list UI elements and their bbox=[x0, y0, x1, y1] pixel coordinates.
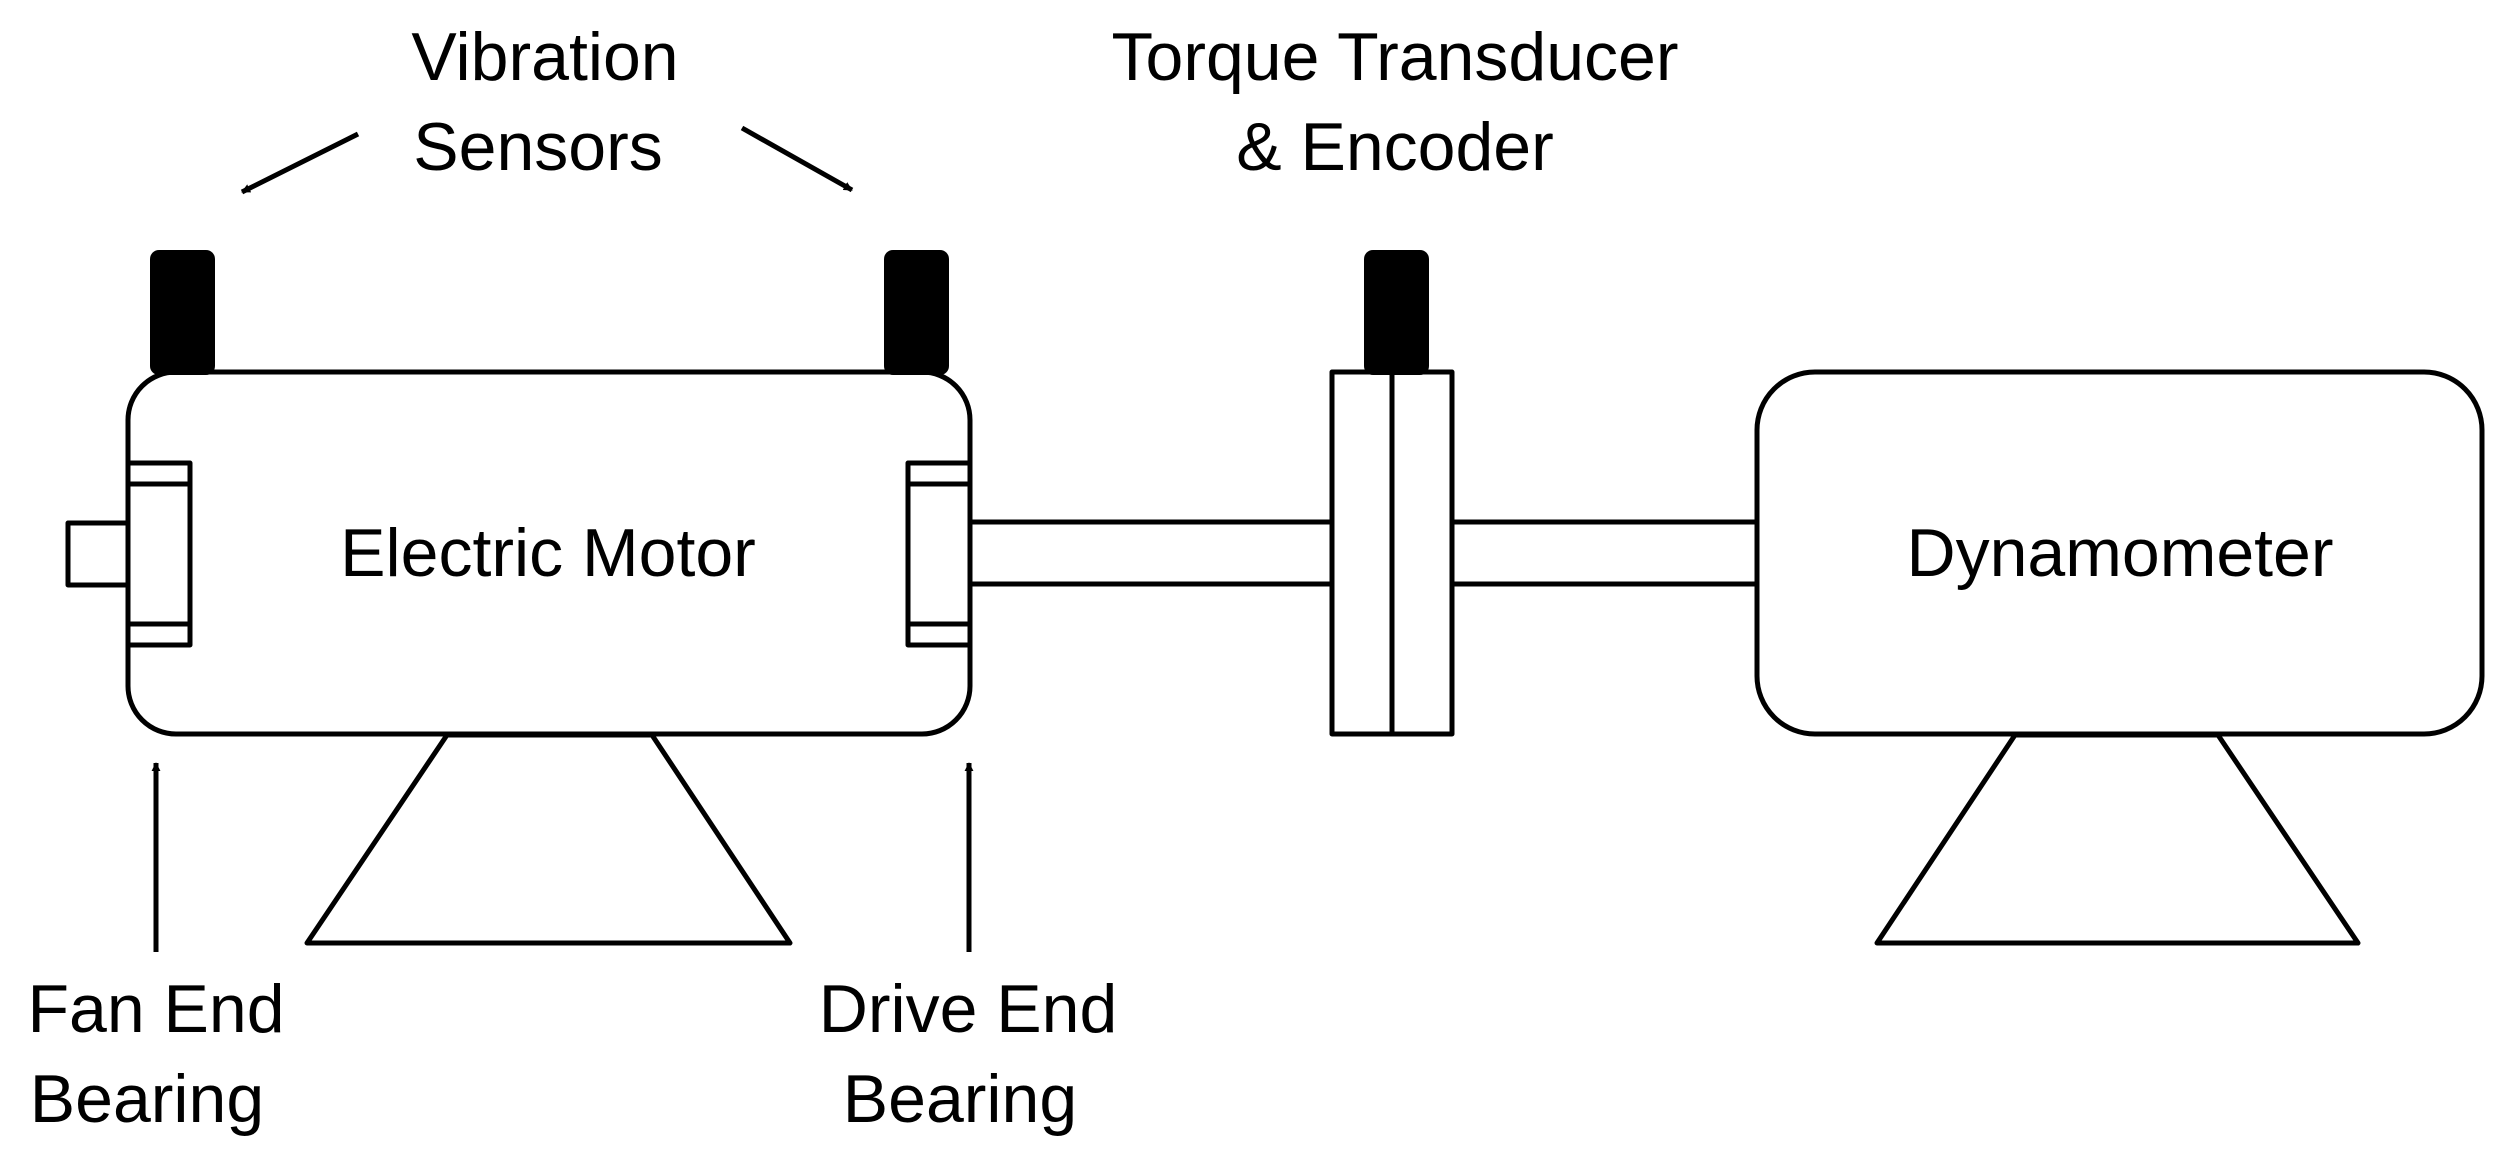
vibration-sensor-drive-end bbox=[884, 250, 949, 375]
vibration-sensors-label-line2: Sensors bbox=[413, 109, 662, 185]
electric-motor-label: Electric Motor bbox=[340, 515, 756, 591]
shaft-transducer-to-dynamometer bbox=[1449, 519, 1760, 587]
vibration-arrow-left-icon bbox=[240, 131, 360, 195]
drive-end-bearing-label-line1: Drive End bbox=[819, 971, 1118, 1047]
motor-stand bbox=[304, 732, 793, 946]
fan-end-bearing-label-line2: Bearing bbox=[30, 1061, 264, 1137]
drive-end-bearing-label-line2: Bearing bbox=[843, 1061, 1077, 1137]
encoder-sensor bbox=[1364, 250, 1429, 375]
fan-end-stub-shaft bbox=[65, 520, 137, 588]
fan-end-bearing-label-line1: Fan End bbox=[27, 971, 284, 1047]
drive-end-bearing bbox=[905, 460, 973, 648]
dynamometer-label: Dynamometer bbox=[1906, 515, 2333, 591]
vibration-sensors-label-line1: Vibration bbox=[411, 19, 678, 95]
torque-transducer-label-line2: & Encoder bbox=[1236, 109, 1554, 185]
vibration-arrow-right-icon bbox=[740, 125, 854, 193]
fan-end-bearing bbox=[125, 460, 193, 648]
shaft-motor-to-transducer bbox=[967, 519, 1335, 587]
vibration-sensor-fan-end bbox=[150, 250, 215, 375]
torque-transducer-label-line1: Torque Transducer bbox=[1112, 19, 1679, 95]
dynamometer-stand bbox=[1874, 732, 2361, 946]
dynamometer-body bbox=[1754, 369, 2485, 737]
